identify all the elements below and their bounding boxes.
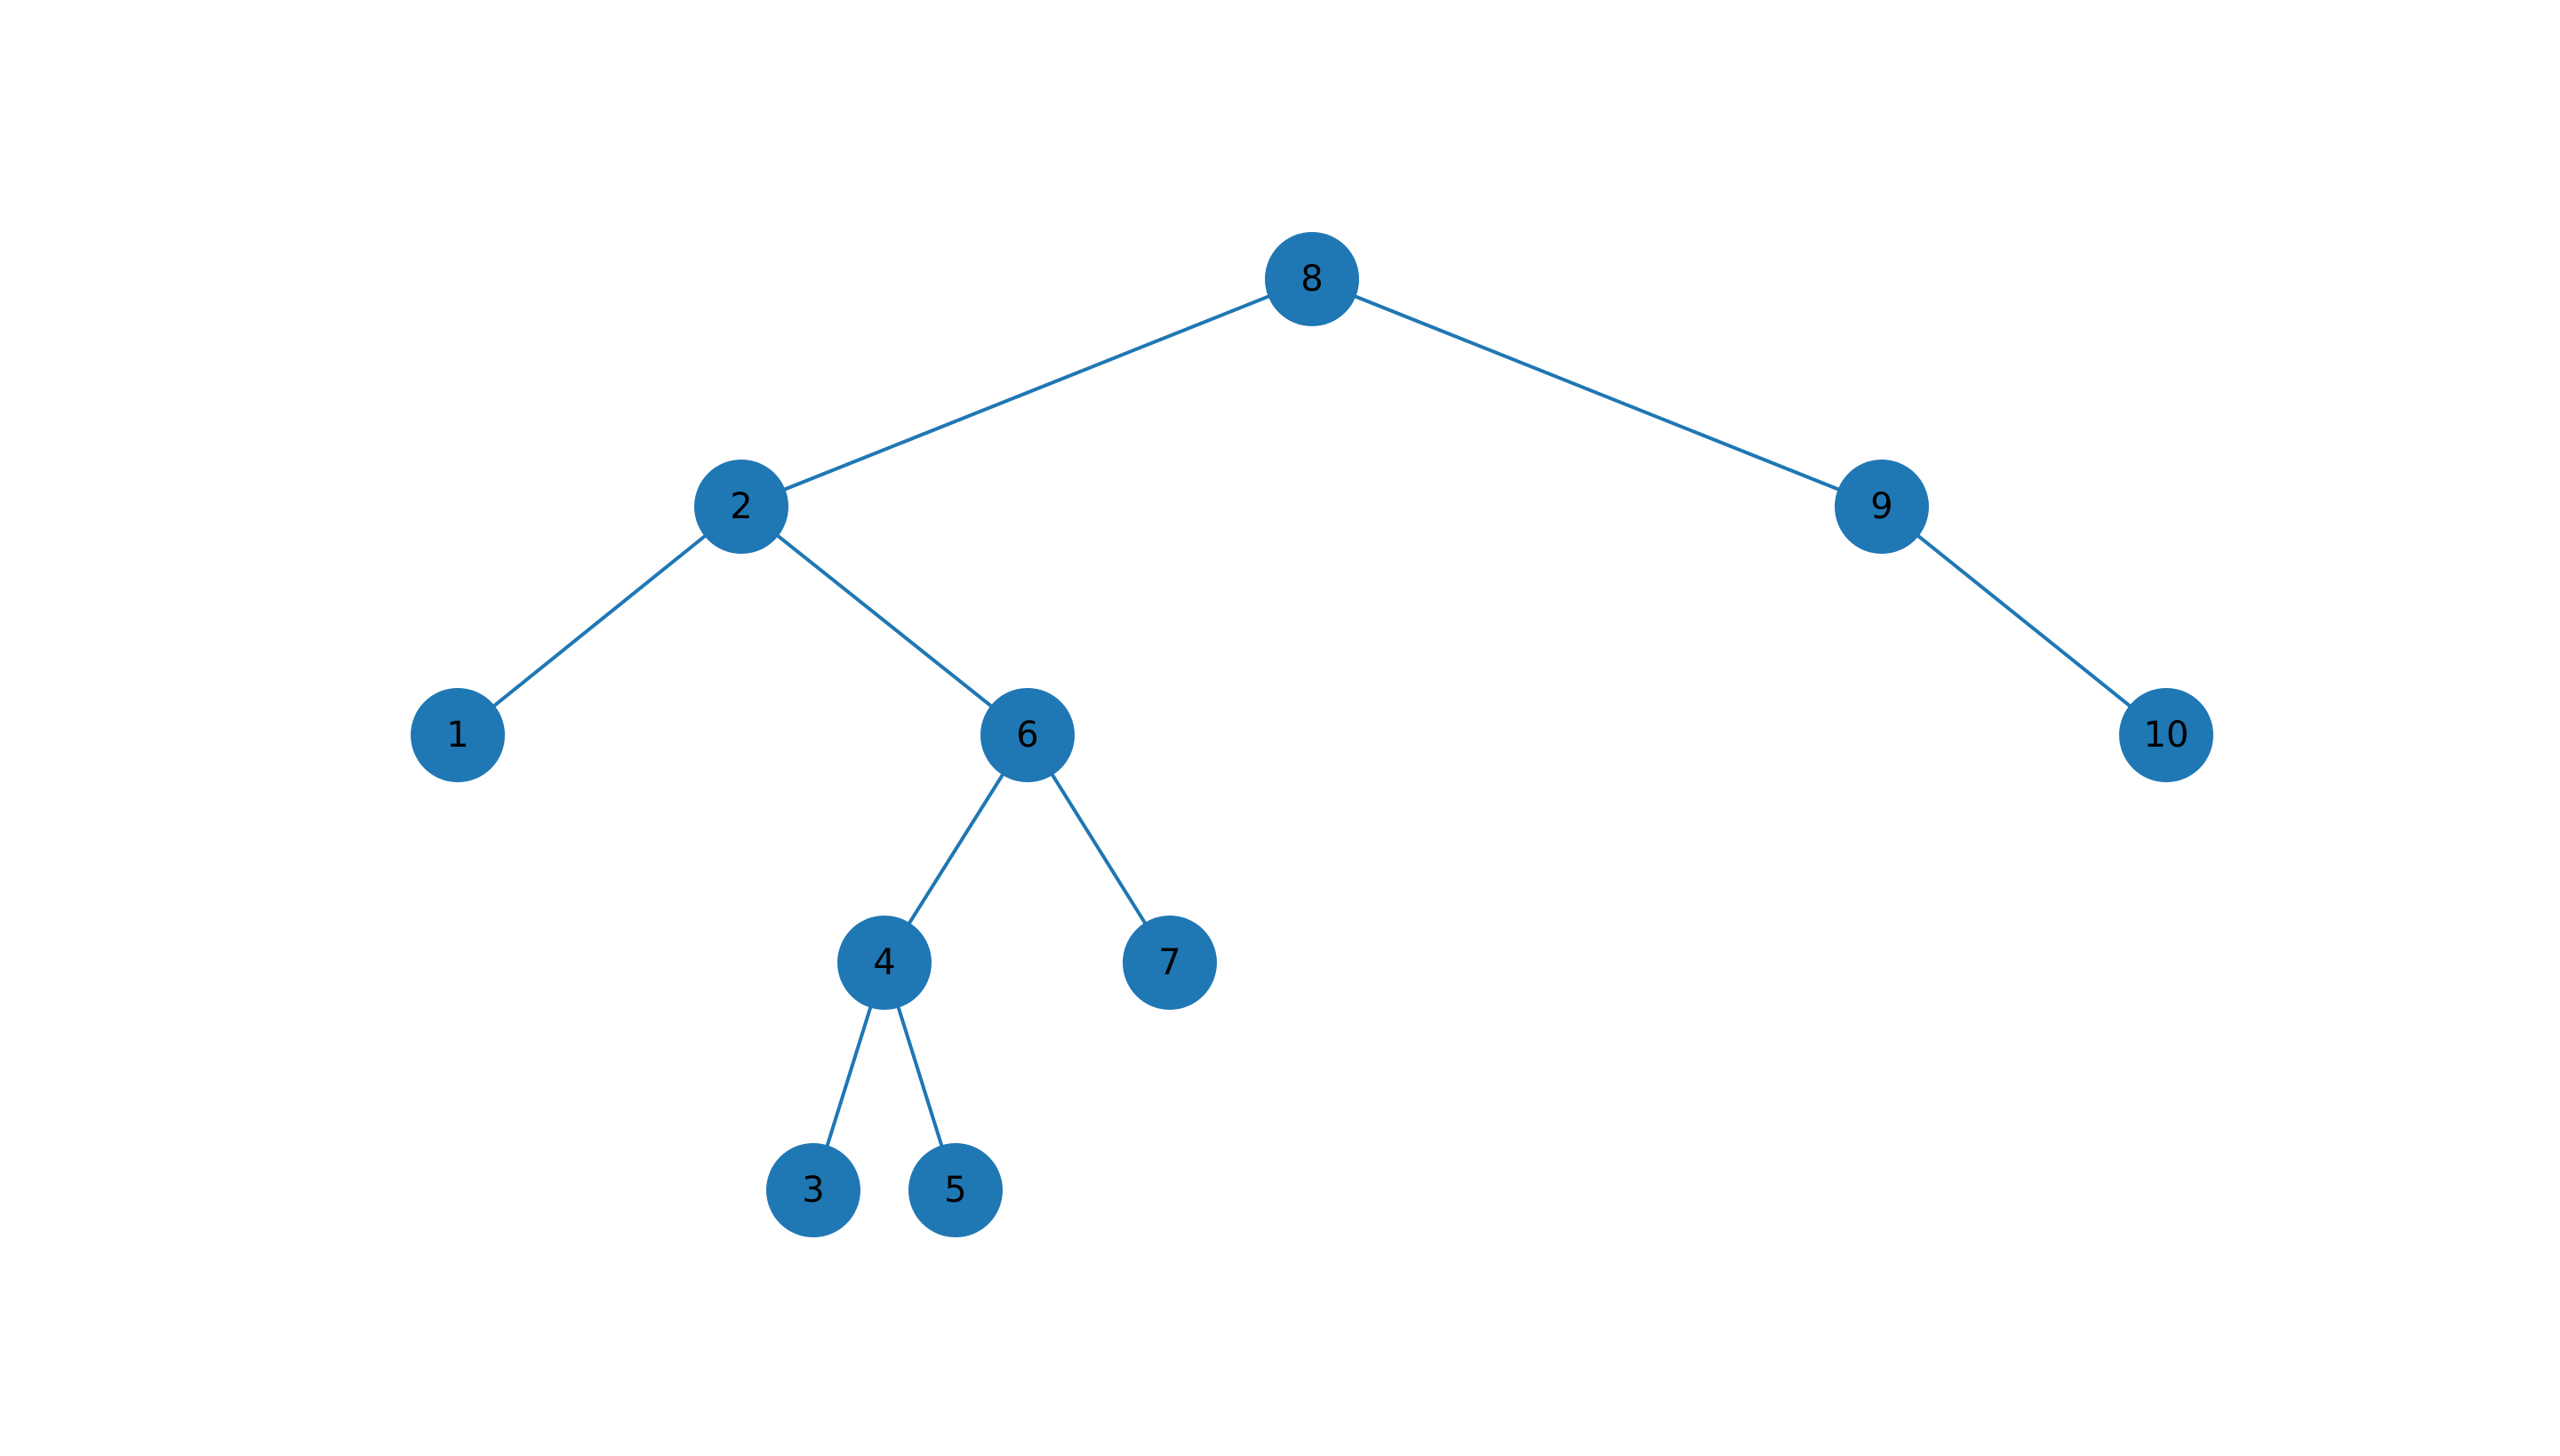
edge-8-2 [740, 277, 1313, 508]
tree-node-5: 5 [908, 1143, 1003, 1237]
node-label: 8 [1300, 259, 1323, 300]
edge-2-1 [456, 505, 743, 737]
node-label: 9 [1870, 486, 1892, 527]
tree-node-4: 4 [837, 916, 932, 1010]
node-label: 3 [802, 1170, 824, 1211]
tree-node-2: 2 [694, 460, 788, 554]
node-label: 2 [730, 486, 752, 527]
tree-node-1: 1 [411, 688, 505, 782]
node-circle [766, 1143, 860, 1237]
edges-layer [456, 277, 2168, 1191]
node-label: 10 [2144, 715, 2189, 756]
tree-node-8: 8 [1265, 232, 1359, 326]
node-circle [908, 1143, 1003, 1237]
tree-node-6: 6 [980, 688, 1075, 782]
edge-8-9 [1311, 277, 1883, 508]
node-label: 6 [1016, 715, 1038, 756]
node-circle [837, 916, 932, 1010]
edge-2-6 [740, 505, 1029, 737]
node-circle [1123, 916, 1217, 1010]
node-label: 4 [873, 942, 895, 983]
node-circle [1265, 232, 1359, 326]
tree-node-9: 9 [1835, 460, 1929, 554]
tree-node-7: 7 [1123, 916, 1217, 1010]
node-label: 5 [944, 1170, 966, 1211]
node-circle [1835, 460, 1929, 554]
node-circle [411, 688, 505, 782]
node-label: 7 [1158, 942, 1180, 983]
tree-node-3: 3 [766, 1143, 860, 1237]
node-circle [694, 460, 788, 554]
tree-node-10: 10 [2119, 688, 2213, 782]
node-circle [2119, 688, 2213, 782]
edge-9-10 [1880, 505, 2168, 737]
node-label: 1 [446, 715, 468, 756]
node-circle [980, 688, 1075, 782]
